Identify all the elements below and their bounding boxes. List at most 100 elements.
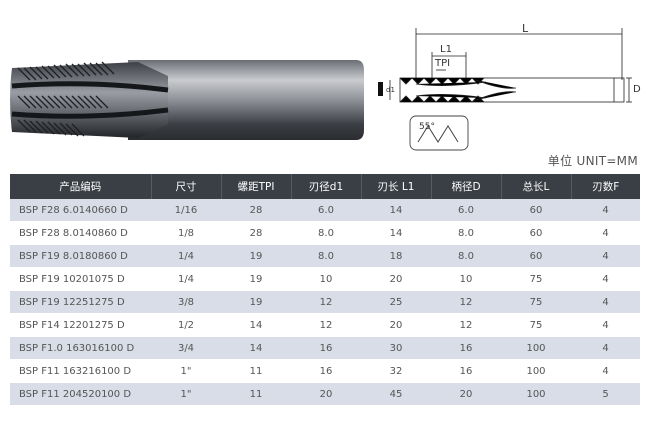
table-row: BSP F11 204520100 D 1" 11 20 45 20 100 5 (10, 382, 640, 406)
cell-product-code: BSP F28 6.0140660 D (10, 199, 151, 222)
cell-product-code: BSP F28 8.0140860 D (10, 221, 151, 245)
cell-shank-diameter: 16 (431, 359, 501, 383)
thread-mill-photo (10, 60, 364, 140)
cell-pitch: 14 (221, 336, 291, 360)
cell-total-length: 60 (501, 244, 571, 268)
cell-cut-length: 20 (361, 267, 431, 291)
cell-flutes: 5 (571, 382, 640, 406)
cell-cut-length: 14 (361, 199, 431, 222)
label-pitch: TPI (435, 58, 451, 69)
cell-pitch: 19 (221, 290, 291, 314)
label-length: L (522, 22, 529, 35)
cell-pitch: 11 (221, 382, 291, 406)
cell-cut-diameter: 16 (291, 359, 361, 383)
cell-pitch: 28 (221, 199, 291, 222)
cell-cut-length: 14 (361, 221, 431, 245)
label-diameter: D (633, 84, 641, 95)
cell-total-length: 60 (501, 221, 571, 245)
cell-flutes: 4 (571, 359, 640, 383)
unit-note: 单位 UNIT=MM (547, 154, 638, 168)
cell-product-code: BSP F11 204520100 D (10, 382, 151, 406)
header-total-length: 总长L (501, 174, 572, 199)
header-shank-diameter: 柄径D (431, 174, 502, 199)
cell-shank-diameter: 12 (431, 290, 501, 314)
cell-size: 1/16 (151, 199, 221, 222)
cell-shank-diameter: 20 (431, 382, 501, 406)
cell-product-code: BSP F19 10201075 D (10, 267, 151, 291)
header-product-code: 产品编码 (10, 174, 152, 199)
table-row: BSP F28 6.0140660 D 1/16 28 6.0 14 6.0 6… (10, 199, 640, 222)
cell-pitch: 19 (221, 244, 291, 268)
cell-cut-diameter: 12 (291, 313, 361, 337)
table-row: BSP F19 10201075 D 1/4 19 10 20 10 75 4 (10, 267, 640, 291)
cell-cut-diameter: 10 (291, 267, 361, 291)
cell-size: 3/8 (151, 290, 221, 314)
table-header-row: 产品编码 尺寸 螺距TPI 刃径d1 刃长 L1 柄径D 总长L 刃数F (10, 174, 640, 199)
cell-total-length: 75 (501, 313, 571, 337)
cell-pitch: 14 (221, 313, 291, 337)
cell-size: 3/4 (151, 336, 221, 360)
cell-total-length: 100 (501, 336, 571, 360)
cell-pitch: 11 (221, 359, 291, 383)
cell-shank-diameter: 10 (431, 267, 501, 291)
table-row: BSP F28 8.0140860 D 1/8 28 8.0 14 8.0 60… (10, 221, 640, 245)
cell-total-length: 75 (501, 267, 571, 291)
cell-product-code: BSP F19 8.0180860 D (10, 244, 151, 268)
cell-flutes: 4 (571, 313, 640, 337)
cell-size: 1" (151, 359, 221, 383)
table-row: BSP F19 8.0180860 D 1/4 19 8.0 18 8.0 60… (10, 244, 640, 268)
cell-total-length: 100 (501, 359, 571, 383)
cell-cut-length: 20 (361, 313, 431, 337)
cell-size: 1/4 (151, 267, 221, 291)
cell-pitch: 19 (221, 267, 291, 291)
cell-cut-length: 25 (361, 290, 431, 314)
header-cut-length: 刃长 L1 (361, 174, 432, 199)
cell-cut-length: 18 (361, 244, 431, 268)
table-row: BSP F11 163216100 D 1" 11 16 32 16 100 4 (10, 359, 640, 383)
header-flutes: 刃数F (571, 174, 640, 199)
cell-flutes: 4 (571, 267, 640, 291)
table-row: BSP F14 12201275 D 1/2 14 12 20 12 75 4 (10, 313, 640, 337)
cell-size: 1/8 (151, 221, 221, 245)
cell-flutes: 4 (571, 290, 640, 314)
cell-cut-diameter: 16 (291, 336, 361, 360)
cell-cut-length: 45 (361, 382, 431, 406)
spec-table: 产品编码 尺寸 螺距TPI 刃径d1 刃长 L1 柄径D 总长L 刃数F BSP… (10, 174, 640, 406)
cell-shank-diameter: 8.0 (431, 221, 501, 245)
cell-cut-diameter: 6.0 (291, 199, 361, 222)
cell-pitch: 28 (221, 221, 291, 245)
cell-shank-diameter: 16 (431, 336, 501, 360)
cell-shank-diameter: 6.0 (431, 199, 501, 222)
label-small-d: d1 (386, 86, 395, 94)
cell-product-code: BSP F1.0 163016100 D (10, 336, 151, 360)
cell-total-length: 75 (501, 290, 571, 314)
label-angle: 55° (419, 122, 435, 132)
cell-product-code: BSP F14 12201275 D (10, 313, 151, 337)
cell-total-length: 60 (501, 199, 571, 222)
cell-product-code: BSP F19 12251275 D (10, 290, 151, 314)
cell-total-length: 100 (501, 382, 571, 406)
cell-cut-length: 30 (361, 336, 431, 360)
header-cut-diameter: 刃径d1 (291, 174, 362, 199)
cell-size: 1" (151, 382, 221, 406)
cell-cut-length: 32 (361, 359, 431, 383)
table-row: BSP F1.0 163016100 D 3/4 14 16 30 16 100… (10, 336, 640, 360)
cell-shank-diameter: 8.0 (431, 244, 501, 268)
cell-flutes: 4 (571, 244, 640, 268)
label-cut-length: L1 (440, 44, 452, 55)
table-row: BSP F19 12251275 D 3/8 19 12 25 12 75 4 (10, 290, 640, 314)
cell-size: 1/4 (151, 244, 221, 268)
dimension-drawing (378, 28, 632, 151)
cell-size: 1/2 (151, 313, 221, 337)
cell-cut-diameter: 8.0 (291, 221, 361, 245)
cell-flutes: 4 (571, 199, 640, 222)
header-size: 尺寸 (151, 174, 222, 199)
cell-cut-diameter: 8.0 (291, 244, 361, 268)
cell-shank-diameter: 12 (431, 313, 501, 337)
header-pitch-tpi: 螺距TPI (221, 174, 292, 199)
cell-cut-diameter: 12 (291, 290, 361, 314)
cell-flutes: 4 (571, 336, 640, 360)
cell-cut-diameter: 20 (291, 382, 361, 406)
cell-product-code: BSP F11 163216100 D (10, 359, 151, 383)
cell-flutes: 4 (571, 221, 640, 245)
